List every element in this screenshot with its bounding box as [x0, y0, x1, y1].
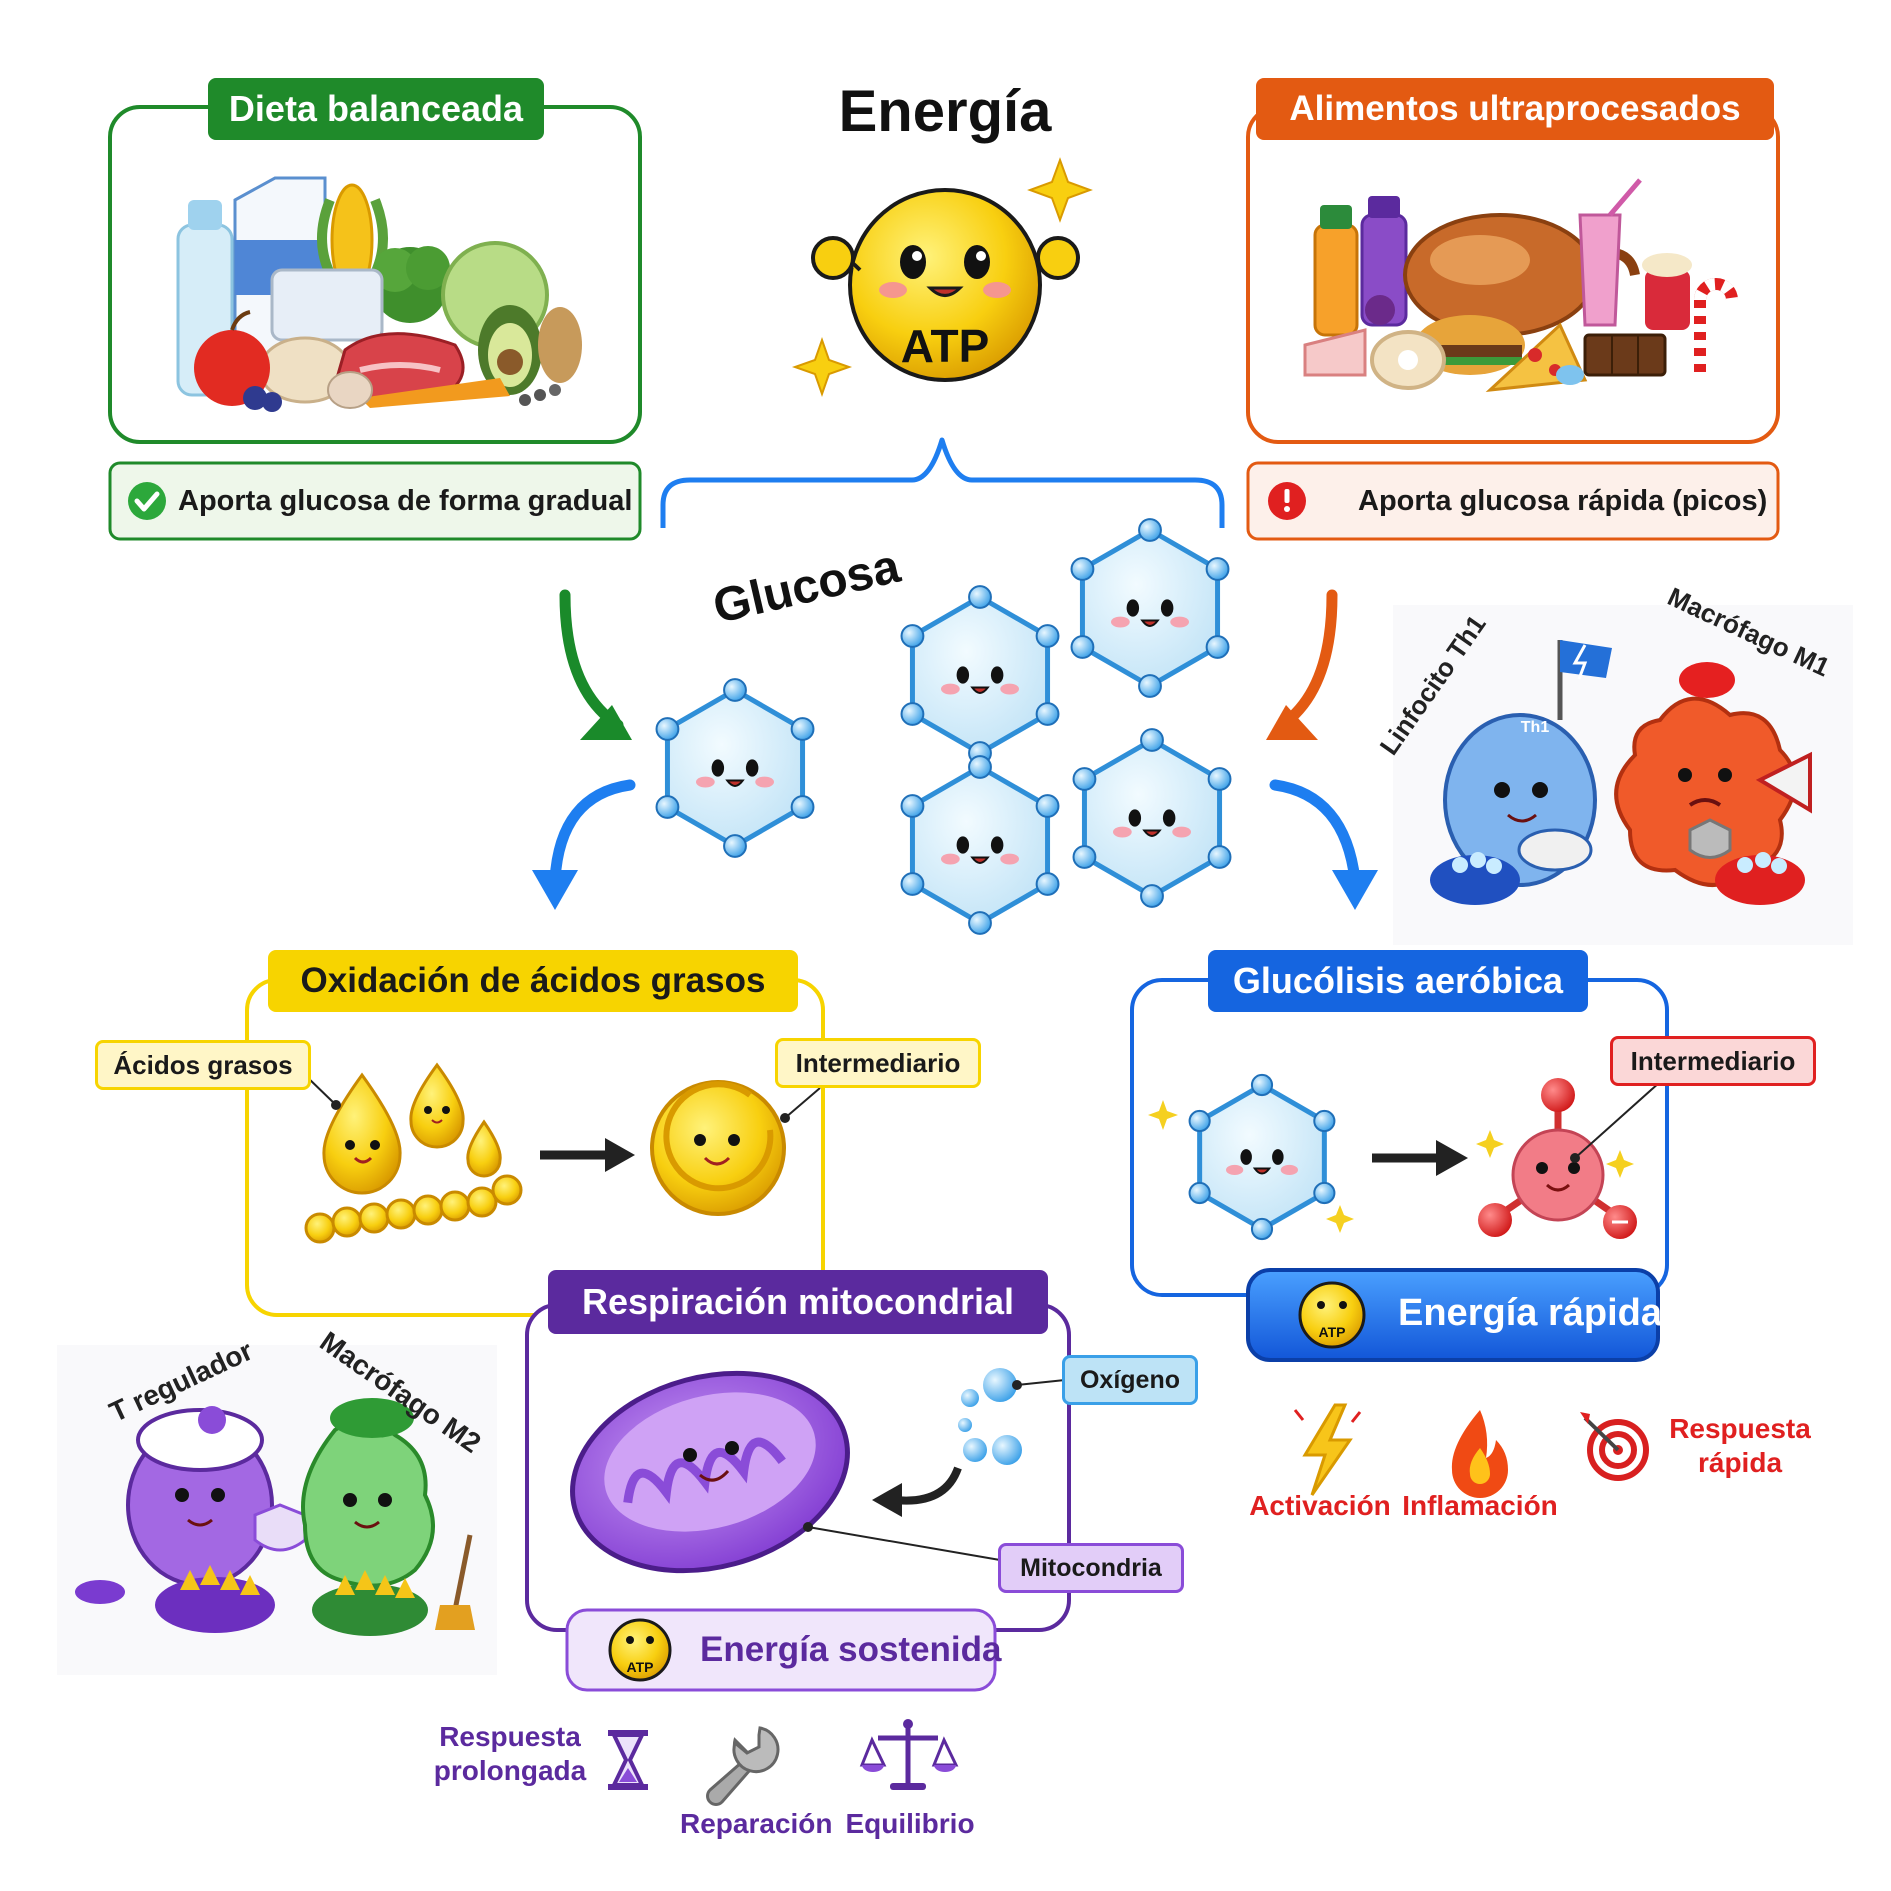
- mitochondria-label: Mitocondria: [998, 1543, 1184, 1593]
- curved-arrow-icon: [894, 1466, 962, 1505]
- glucose-molecule: [1188, 1073, 1336, 1241]
- glucose-label: Glucosa: [708, 540, 905, 634]
- orange-arrow: [1276, 589, 1338, 731]
- check-icon: [128, 482, 166, 520]
- healthy-food-illustration: [176, 176, 582, 412]
- oxidacion-intermediate-label: Intermediario: [775, 1038, 981, 1088]
- oxygen-bubbles: [958, 1368, 1022, 1465]
- outcome-inflamacion: Inflamación: [1402, 1490, 1558, 1521]
- lightning-icon: [1293, 1403, 1362, 1496]
- fatty-acids-label: Ácidos grasos: [95, 1040, 311, 1090]
- glucose-molecules: [655, 518, 1336, 1241]
- sparkle-icon: [791, 336, 853, 398]
- glucolisis-title: Glucólisis aeróbica: [1208, 950, 1588, 1012]
- sparkle-icon: [1476, 1130, 1504, 1158]
- glucose-molecule: [900, 585, 1060, 765]
- energia-sostenida-badge: [565, 1608, 997, 1692]
- m2-macrophage: [301, 1398, 475, 1636]
- respiracion-title: Respiración mitocondrial: [548, 1270, 1048, 1334]
- scale-icon: [859, 1719, 959, 1790]
- atp-mascot: [791, 157, 1093, 398]
- energia-rapida-text: Energía rápida: [1398, 1292, 1662, 1334]
- glucose-molecule: [1070, 518, 1230, 698]
- atp-slow-label: ATP: [627, 1659, 654, 1675]
- page-title: Energía: [838, 79, 1052, 144]
- t-regulator: [75, 1406, 307, 1633]
- th1-flag-text: Th1: [1521, 719, 1550, 736]
- dieta-note-box: [108, 461, 642, 541]
- oxidacion-title: Oxidación de ácidos grasos: [268, 950, 798, 1012]
- glucose-molecule: [900, 755, 1060, 935]
- oxygen-label: Oxígeno: [1062, 1355, 1198, 1405]
- mitochondria: [570, 1370, 850, 1574]
- outcome-equilibrio: Equilibrio: [845, 1808, 975, 1839]
- fatty-acid-chain: [304, 1174, 523, 1244]
- wrench-icon: [706, 1726, 780, 1806]
- pyruvate-molecule: [1476, 1078, 1637, 1239]
- ultra-note: Aporta glucosa rápida (picos): [1358, 485, 1768, 517]
- outcome-reparacion: Reparación: [680, 1808, 833, 1839]
- outcome-respuesta-prolongada: Respuesta prolongada: [433, 1721, 587, 1786]
- atp-label: ATP: [901, 320, 990, 372]
- fire-icon: [1451, 1410, 1508, 1498]
- sparkle-icon: [1606, 1150, 1634, 1178]
- sparkle-icon: [1326, 1205, 1354, 1233]
- intermediate-coin: [650, 1080, 786, 1216]
- target-icon: [1580, 1412, 1649, 1481]
- green-arrow: [559, 589, 624, 731]
- m1-macrophage: [1614, 662, 1812, 905]
- glucose-molecule: [1072, 728, 1232, 908]
- outcome-respuesta-rapida: Respuesta rápida: [1669, 1413, 1811, 1478]
- ultra-note-box: [1246, 461, 1780, 541]
- hourglass-icon: [608, 1730, 648, 1790]
- fatty-acid-drops: [322, 1062, 502, 1195]
- blue-arrow-left: [549, 779, 636, 886]
- dieta-note: Aporta glucosa de forma gradual: [178, 485, 633, 517]
- glucose-brace: [660, 437, 1225, 528]
- sparkle-icon: [1027, 157, 1093, 223]
- th1-lymphocyte: [1430, 640, 1612, 905]
- glucose-molecule: [655, 678, 815, 858]
- atp-fast-label: ATP: [1319, 1324, 1346, 1340]
- glucolisis-intermediate-label: Intermediario: [1610, 1036, 1816, 1086]
- outcome-activacion: Activación: [1249, 1490, 1391, 1521]
- ultraprocessed-food-illustration: [1303, 178, 1738, 392]
- ultra-title: Alimentos ultraprocesados: [1256, 78, 1774, 140]
- energia-sostenida-text: Energía sostenida: [700, 1630, 1002, 1669]
- blue-arrow-right: [1269, 779, 1361, 886]
- sparkle-icon: [1148, 1100, 1178, 1130]
- dieta-title: Dieta balanceada: [208, 78, 544, 140]
